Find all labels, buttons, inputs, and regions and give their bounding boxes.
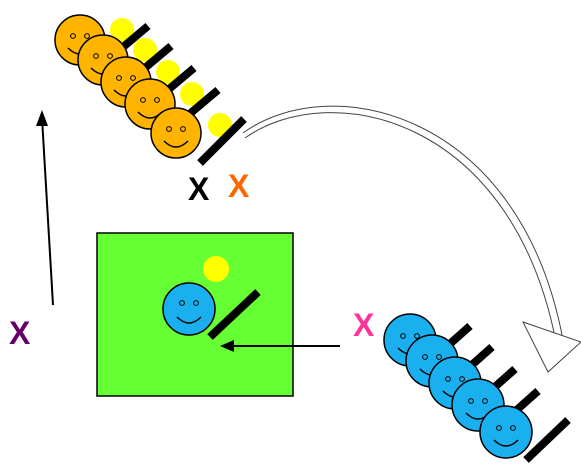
blue-group-label-x: X <box>353 307 375 343</box>
black-bat-icon <box>207 289 261 340</box>
orange-smiley-5 <box>150 107 247 166</box>
curved-arrow <box>242 105 581 373</box>
blue-smiley-5 <box>479 405 571 463</box>
orange-group-label-x1: X <box>188 171 210 207</box>
left-pointing-arrow <box>220 340 340 352</box>
yellow-ball-icon <box>133 38 157 62</box>
yellow-ball-icon <box>203 256 229 282</box>
green-panel <box>96 232 294 397</box>
yellow-ball-icon <box>110 18 134 42</box>
blue-smiley-stack <box>383 313 571 463</box>
yellow-ball-icon <box>156 60 180 84</box>
panel-blue-smiley <box>162 282 216 336</box>
black-bat-icon <box>523 417 571 463</box>
smiley-face-orange-icon <box>150 107 202 159</box>
left-arrow-label-x: X <box>9 315 31 351</box>
orange-group-label-x2: X <box>228 168 250 204</box>
smiley-face-blue-icon <box>162 282 216 336</box>
smiley-face-blue-icon <box>479 405 533 459</box>
black-bat-icon <box>197 116 247 166</box>
yellow-ball-icon <box>180 82 204 106</box>
left-up-arrow <box>36 110 54 306</box>
yellow-ball-icon <box>208 113 232 137</box>
orange-smiley-stack <box>54 14 247 166</box>
